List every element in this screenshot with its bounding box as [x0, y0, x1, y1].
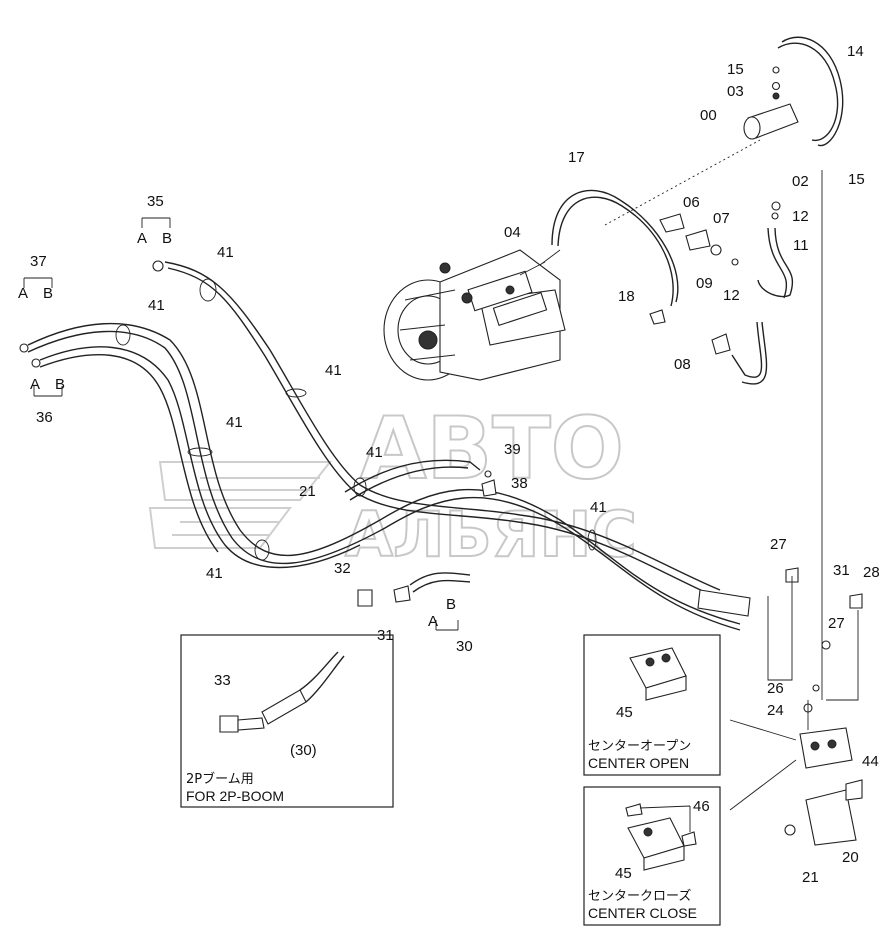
port-30-a: A [428, 613, 438, 630]
caption-2p-boom-en: FOR 2P-BOOM [186, 788, 284, 804]
label-31a: 31 [377, 627, 394, 644]
label-36: 36 [36, 409, 53, 426]
inset-2p-boom [180, 634, 394, 808]
label-24: 24 [767, 702, 784, 719]
label-35: 35 [147, 193, 164, 210]
port-30-b: B [446, 596, 456, 613]
label-41b: 41 [148, 297, 165, 314]
label-15b: 15 [848, 171, 865, 188]
label-17: 17 [568, 149, 585, 166]
label-15a: 15 [727, 61, 744, 78]
label-41c: 41 [325, 362, 342, 379]
fittings [19, 260, 863, 713]
label-30: 30 [456, 638, 473, 655]
hose-clamps [115, 278, 597, 561]
label-41f: 41 [590, 499, 607, 516]
hydraulic-pump [383, 249, 566, 381]
label-12a: 12 [723, 287, 740, 304]
label-08: 08 [674, 356, 691, 373]
main-hose-runs [27, 261, 741, 719]
label-09: 09 [696, 275, 713, 292]
part-number-labels: 14 15 03 00 15 17 02 12 06 07 04 11 09 1… [18, 43, 880, 886]
leader-lines [23, 217, 859, 811]
port-36-a: A [30, 376, 40, 393]
inset-center-close [583, 786, 721, 926]
caption-center-open-en: CENTER OPEN [588, 755, 689, 771]
label-04: 04 [504, 224, 521, 241]
label-18: 18 [618, 288, 635, 305]
label-06: 06 [683, 194, 700, 211]
label-00: 00 [700, 107, 717, 124]
label-14: 14 [847, 43, 864, 60]
label-41e: 41 [366, 444, 383, 461]
label-31b: 31 [833, 562, 850, 579]
port-36-b: B [55, 376, 65, 393]
label-44: 44 [862, 753, 879, 770]
label-45a: 45 [616, 704, 633, 721]
label-41g: 41 [206, 565, 223, 582]
pump-hoses [519, 36, 844, 700]
label-07: 07 [713, 210, 730, 227]
caption-center-close-en: CENTER CLOSE [588, 905, 697, 921]
label-26: 26 [767, 680, 784, 697]
label-30-ref: (30) [290, 742, 317, 759]
port-35-b: B [162, 230, 172, 247]
label-41a: 41 [217, 244, 234, 261]
label-11: 11 [793, 237, 809, 254]
port-37-b: B [43, 285, 53, 302]
label-21a: 21 [299, 483, 316, 500]
port-35-a: A [137, 230, 147, 247]
label-39: 39 [504, 441, 521, 458]
label-12b: 12 [792, 208, 809, 225]
caption-center-close-jp: センタークローズ [588, 888, 691, 904]
label-46: 46 [693, 798, 710, 815]
label-27b: 27 [828, 615, 845, 632]
label-33: 33 [214, 672, 231, 689]
inset-captions: 2Pブーム用 FOR 2P-BOOM センターオープン CENTER OPEN … [186, 739, 697, 921]
label-32: 32 [334, 560, 351, 577]
label-27a: 27 [770, 536, 787, 553]
label-03: 03 [727, 83, 744, 100]
label-20: 20 [842, 849, 859, 866]
label-21b: 21 [802, 869, 819, 886]
label-28: 28 [863, 564, 880, 581]
label-38: 38 [511, 475, 528, 492]
label-45b: 45 [615, 865, 632, 882]
label-37: 37 [30, 253, 47, 270]
caption-2p-boom-jp: 2Pブーム用 [186, 771, 254, 787]
label-41d: 41 [226, 414, 243, 431]
label-02: 02 [792, 173, 809, 190]
watermark: АВТО АЛЬЯНС [148, 398, 638, 572]
valve-block-00 [743, 66, 799, 220]
caption-center-open-jp: センターオープン [588, 739, 691, 754]
inset-center-open [583, 634, 721, 776]
control-valve-assembly [784, 727, 863, 846]
port-37-a: A [18, 285, 28, 302]
